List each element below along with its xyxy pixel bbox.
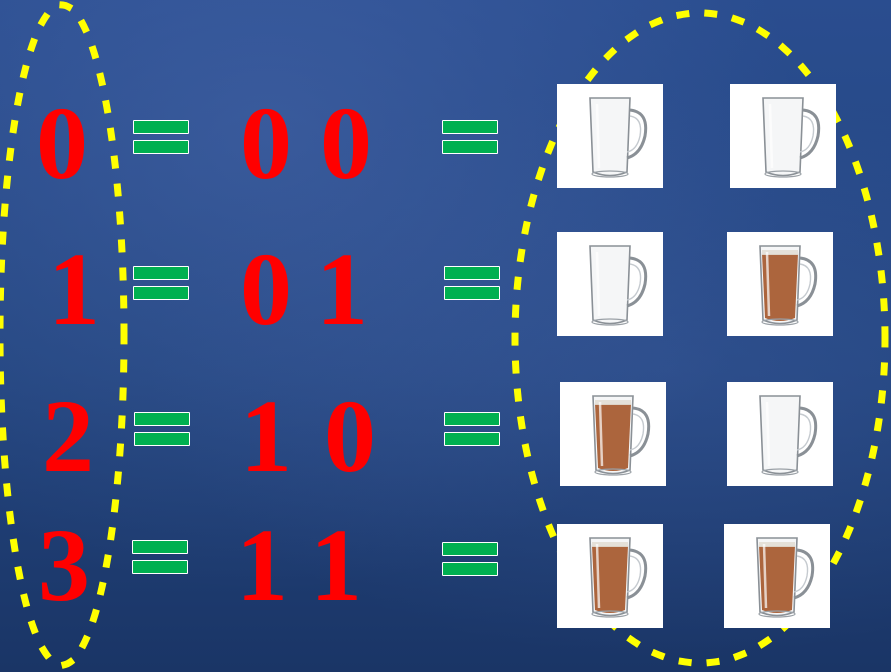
empty-glass-mug-icon — [557, 84, 663, 188]
empty-glass-mug-icon — [730, 84, 836, 188]
tea-glass-mug-icon — [560, 382, 666, 486]
binary-digit-left: 0 — [240, 232, 292, 347]
equals-sign — [444, 412, 500, 446]
binary-digit-left: 1 — [240, 379, 292, 494]
binary-digit-left: 0 — [240, 86, 292, 201]
equals-sign — [442, 542, 498, 576]
binary-digit-left: 1 — [236, 508, 288, 623]
decimal-digit: 0 — [36, 86, 88, 201]
equals-sign — [444, 266, 500, 300]
equals-sign — [133, 266, 189, 300]
tea-glass-mug-icon — [727, 232, 833, 336]
decimal-digit: 3 — [38, 508, 90, 623]
binary-digit-right: 1 — [316, 232, 368, 347]
equals-sign — [132, 540, 188, 574]
tea-glass-mug-icon — [557, 524, 663, 628]
binary-digit-right: 0 — [324, 379, 376, 494]
decimal-digit: 2 — [42, 379, 94, 494]
tea-glass-mug-icon — [724, 524, 830, 628]
equals-sign — [442, 120, 498, 154]
equals-sign — [134, 412, 190, 446]
binary-digit-right: 1 — [310, 508, 362, 623]
binary-digit-right: 0 — [320, 86, 372, 201]
equals-sign — [133, 120, 189, 154]
empty-glass-mug-icon — [557, 232, 663, 336]
decimal-digit: 1 — [48, 232, 100, 347]
empty-glass-mug-icon — [727, 382, 833, 486]
